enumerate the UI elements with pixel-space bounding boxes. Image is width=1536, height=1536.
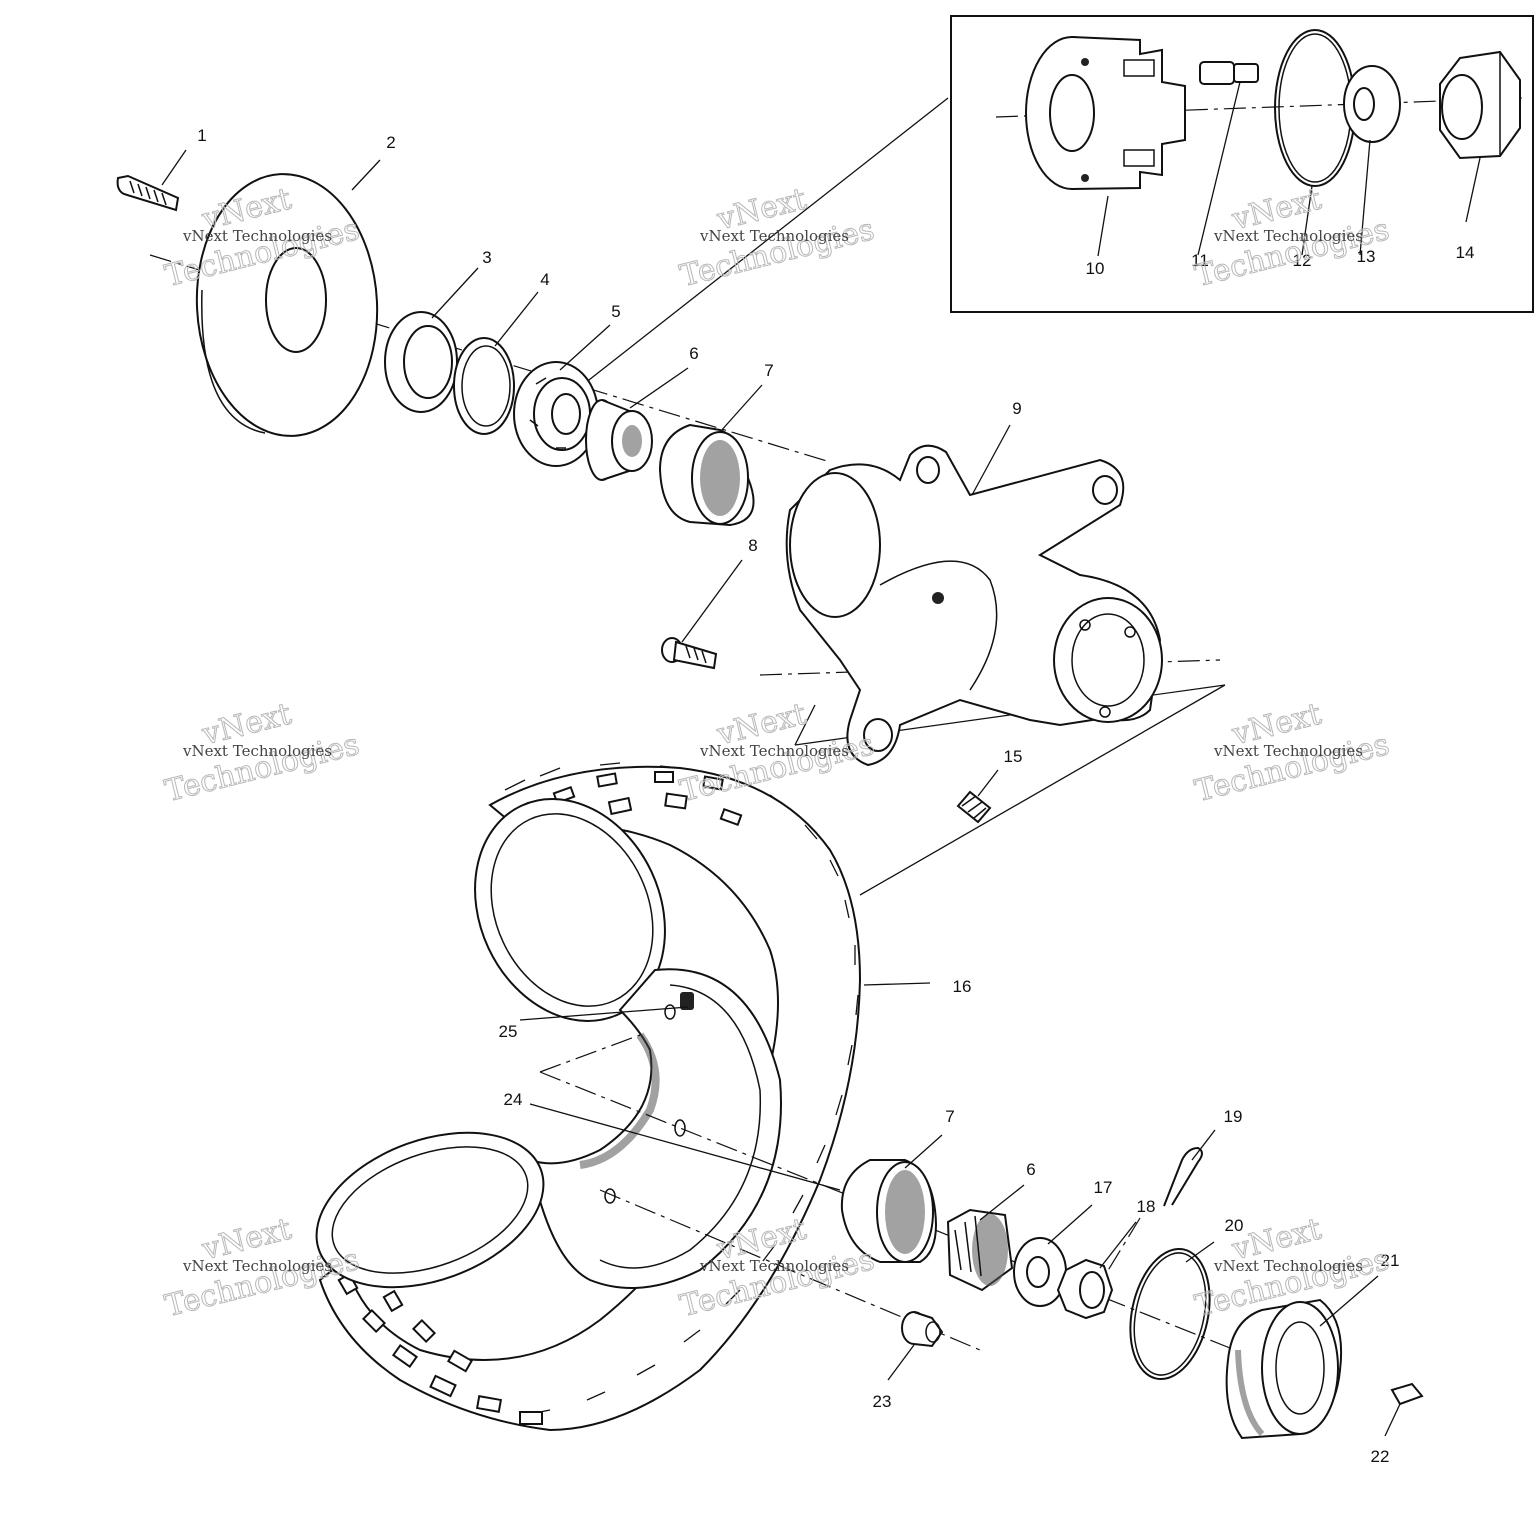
watermark-line: vNext Technologies — [182, 742, 332, 760]
callout-18: 18 — [1137, 1197, 1156, 1216]
callout-leaders — [161, 149, 1401, 1437]
part-22-screw — [1390, 1382, 1424, 1406]
callout-1: 1 — [197, 126, 206, 145]
callout-4: 4 — [540, 270, 549, 289]
part-18-castle-nut — [1056, 1258, 1114, 1320]
part-20-o-ring — [1129, 1247, 1211, 1381]
part-8-bolt — [661, 637, 718, 670]
part-2-brake-disc — [195, 173, 379, 437]
part-1-bolt — [116, 174, 180, 212]
callout-23: 23 — [873, 1392, 892, 1411]
callout-6-upper: 6 — [689, 344, 698, 363]
part-13-washer — [1343, 65, 1401, 143]
callout-9: 9 — [1012, 399, 1021, 418]
part-6-cone-bearing-upper — [585, 399, 653, 481]
callout-8: 8 — [748, 536, 757, 555]
callout-11: 11 — [1191, 251, 1209, 270]
tire-lower-bead — [315, 1131, 545, 1289]
tire-upper-bead — [474, 798, 666, 1022]
callout-21: 21 — [1381, 1251, 1400, 1270]
part-17-washer — [1013, 1237, 1067, 1307]
callout-7-lower: 7 — [945, 1107, 954, 1126]
watermark-line: vNext Technologies — [1213, 227, 1363, 245]
callout-3: 3 — [482, 248, 491, 267]
watermark-word: Technologies — [677, 212, 878, 294]
callout-6-lower: 6 — [1026, 1160, 1035, 1179]
callout-19: 19 — [1224, 1107, 1243, 1126]
part-19-cotter-pin — [1163, 1146, 1203, 1207]
callout-10: 10 — [1086, 259, 1105, 278]
part-4-snap-ring — [453, 337, 515, 435]
part-5-bearing — [513, 361, 599, 467]
callout-2: 2 — [386, 133, 395, 152]
callout-7-upper: 7 — [764, 361, 773, 380]
part-16-tire — [318, 762, 862, 1432]
watermark-word: Technologies — [1192, 727, 1393, 809]
part-10-collar — [1025, 36, 1186, 190]
callout-14: 14 — [1456, 243, 1475, 262]
part-11-pin — [1199, 61, 1259, 85]
callout-13: 13 — [1357, 247, 1376, 266]
watermark-line: vNext Technologies — [1213, 1257, 1363, 1275]
part-9-knuckle — [785, 444, 1163, 767]
part-7-race-lower — [840, 1159, 937, 1263]
watermark-line: vNext Technologies — [699, 742, 849, 760]
watermark-line: vNext Technologies — [182, 227, 332, 245]
callout-12: 12 — [1293, 251, 1312, 270]
callout-17: 17 — [1094, 1178, 1113, 1197]
watermark-word: Technologies — [1192, 212, 1393, 294]
inset-detail-box — [565, 15, 1534, 399]
callout-5: 5 — [611, 302, 620, 321]
callout-16: 16 — [953, 977, 972, 996]
watermark-word: Technologies — [677, 727, 878, 809]
part-24-rim — [528, 968, 782, 1289]
callout-labels: 1 2 3 4 5 6 7 8 9 10 11 12 13 14 15 16 2… — [197, 126, 1474, 1466]
watermark-word: Technologies — [162, 1242, 363, 1324]
callout-20: 20 — [1225, 1216, 1244, 1235]
part-15-grease-fitting — [956, 790, 992, 824]
part-14-nut — [1439, 50, 1521, 160]
part-23-lug-nut — [901, 1311, 944, 1348]
watermark-word: Technologies — [162, 727, 363, 809]
callout-22: 22 — [1371, 1447, 1390, 1466]
callout-24: 24 — [504, 1090, 523, 1109]
part-3-seal — [384, 311, 458, 413]
watermark-line: vNext Technologies — [1213, 742, 1363, 760]
watermark-line: vNext Technologies — [182, 1257, 332, 1275]
part-21-hub-cap — [1225, 1298, 1343, 1440]
callout-15: 15 — [1004, 747, 1023, 766]
callout-25: 25 — [499, 1022, 518, 1041]
part-7-race-upper — [658, 423, 755, 527]
part-12-o-ring — [1274, 29, 1356, 187]
watermark-line: vNext Technologies — [699, 1257, 849, 1275]
watermark-line: vNext Technologies — [699, 227, 849, 245]
part-6-cone-bearing-lower — [946, 1208, 1014, 1292]
